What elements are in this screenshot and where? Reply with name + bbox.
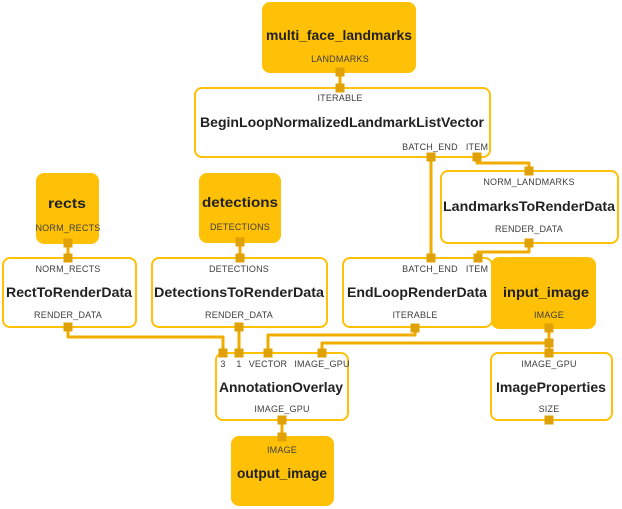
node-title: EndLoopRenderData: [347, 284, 487, 300]
port-connector: [544, 415, 554, 425]
port-label-image-gpu: IMAGE_GPU: [294, 359, 349, 369]
port-label-size: SIZE: [539, 404, 560, 414]
node-title: AnnotationOverlay: [219, 379, 343, 395]
edge-renderdata-to-item: [476, 243, 531, 258]
port-connector: [473, 253, 483, 263]
port-label-iterable: ITERABLE: [392, 310, 437, 320]
port-connector: [335, 83, 345, 93]
node-title: detections: [202, 194, 278, 210]
port-label-image: IMAGE: [267, 445, 297, 455]
node-title: output_image: [237, 465, 327, 481]
port-connector: [235, 253, 245, 263]
node-detections: detections DETECTIONS: [199, 173, 281, 243]
node-image-properties: IMAGE_GPU ImageProperties SIZE: [490, 352, 613, 421]
port-label-render-data: RENDER_DATA: [205, 310, 273, 320]
port-connector: [317, 348, 327, 358]
node-input-image: input_image IMAGE: [491, 257, 596, 329]
node-title: DetectionsToRenderData: [154, 284, 324, 300]
edge-iterable-to-vector: [266, 328, 417, 353]
port-connector: [235, 237, 245, 247]
port-connector: [524, 238, 534, 248]
node-multi-face-landmarks: multi_face_landmarks LANDMARKS: [262, 2, 416, 73]
port-connector: [277, 432, 287, 442]
port-connector: [234, 322, 244, 332]
port-connector: [544, 348, 554, 358]
port-label-vector: VECTOR: [249, 359, 288, 369]
node-title: LandmarksToRenderData: [443, 198, 615, 214]
node-title: multi_face_landmarks: [266, 27, 412, 43]
port-label-image: IMAGE: [534, 310, 564, 320]
port-label-batch-end: BATCH_END: [402, 264, 458, 274]
port-label-1: 1: [236, 359, 241, 369]
port-label-norm-landmarks: NORM_LANDMARKS: [483, 177, 574, 187]
port-connector: [426, 152, 436, 162]
node-end-loop-render-data: BATCH_END ITEM EndLoopRenderData ITERABL…: [342, 257, 493, 328]
wire-junction: [544, 338, 554, 348]
port-connector: [544, 323, 554, 333]
node-title: rects: [48, 195, 86, 211]
node-title: input_image: [503, 284, 589, 300]
port-connector: [426, 253, 436, 263]
port-label-item: ITEM: [466, 142, 488, 152]
port-label-detections: DETECTIONS: [209, 264, 269, 274]
port-label-render-data: RENDER_DATA: [34, 310, 102, 320]
node-rect-to-render-data: NORM_RECTS RectToRenderData RENDER_DATA: [2, 257, 137, 328]
node-output-image: IMAGE output_image: [231, 436, 334, 506]
port-label-image-gpu: IMAGE_GPU: [521, 359, 576, 369]
port-label-iterable: ITERABLE: [317, 93, 362, 103]
port-connector: [277, 415, 287, 425]
port-connectors: [63, 67, 554, 442]
edge-rectrender-to-port3: [66, 327, 225, 353]
node-title: ImageProperties: [496, 379, 606, 395]
node-begin-loop-normalized-landmark-list-vector: ITERABLE BeginLoopNormalizedLandmarkList…: [194, 87, 491, 158]
port-connector: [63, 238, 73, 248]
node-landmarks-to-render-data: NORM_LANDMARKS LandmarksToRenderData REN…: [440, 170, 619, 244]
port-label-render-data: RENDER_DATA: [495, 224, 563, 234]
port-label-landmarks: LANDMARKS: [311, 54, 369, 64]
node-title: BeginLoopNormalizedLandmarkListVector: [200, 114, 485, 130]
port-connector: [335, 67, 345, 77]
port-label-norm-rects: NORM_RECTS: [35, 264, 100, 274]
port-label-norm-rects: NORM_RECTS: [35, 223, 100, 233]
port-connector: [410, 323, 420, 333]
port-connector: [234, 348, 244, 358]
port-label-3: 3: [220, 359, 225, 369]
edge-image-to-imagegpu: [320, 341, 549, 353]
port-connector: [263, 348, 273, 358]
node-annotation-overlay: 3 1 VECTOR IMAGE_GPU AnnotationOverlay I…: [215, 352, 349, 421]
port-connector: [63, 253, 73, 263]
edge-item-to-normlandmarks: [475, 157, 531, 171]
port-label-item: ITEM: [466, 264, 488, 274]
node-title: RectToRenderData: [6, 284, 132, 300]
port-connector: [63, 322, 73, 332]
node-detections-to-render-data: DETECTIONS DetectionsToRenderData RENDER…: [151, 257, 328, 328]
node-rects: rects NORM_RECTS: [35, 173, 100, 244]
port-connector: [218, 348, 228, 358]
port-label-detections: DETECTIONS: [210, 222, 270, 232]
port-connector: [524, 166, 534, 176]
port-label-image-gpu-out: IMAGE_GPU: [254, 404, 309, 414]
port-label-batch-end: BATCH_END: [402, 142, 458, 152]
node-box[interactable]: [491, 257, 596, 329]
port-connector: [472, 152, 482, 162]
